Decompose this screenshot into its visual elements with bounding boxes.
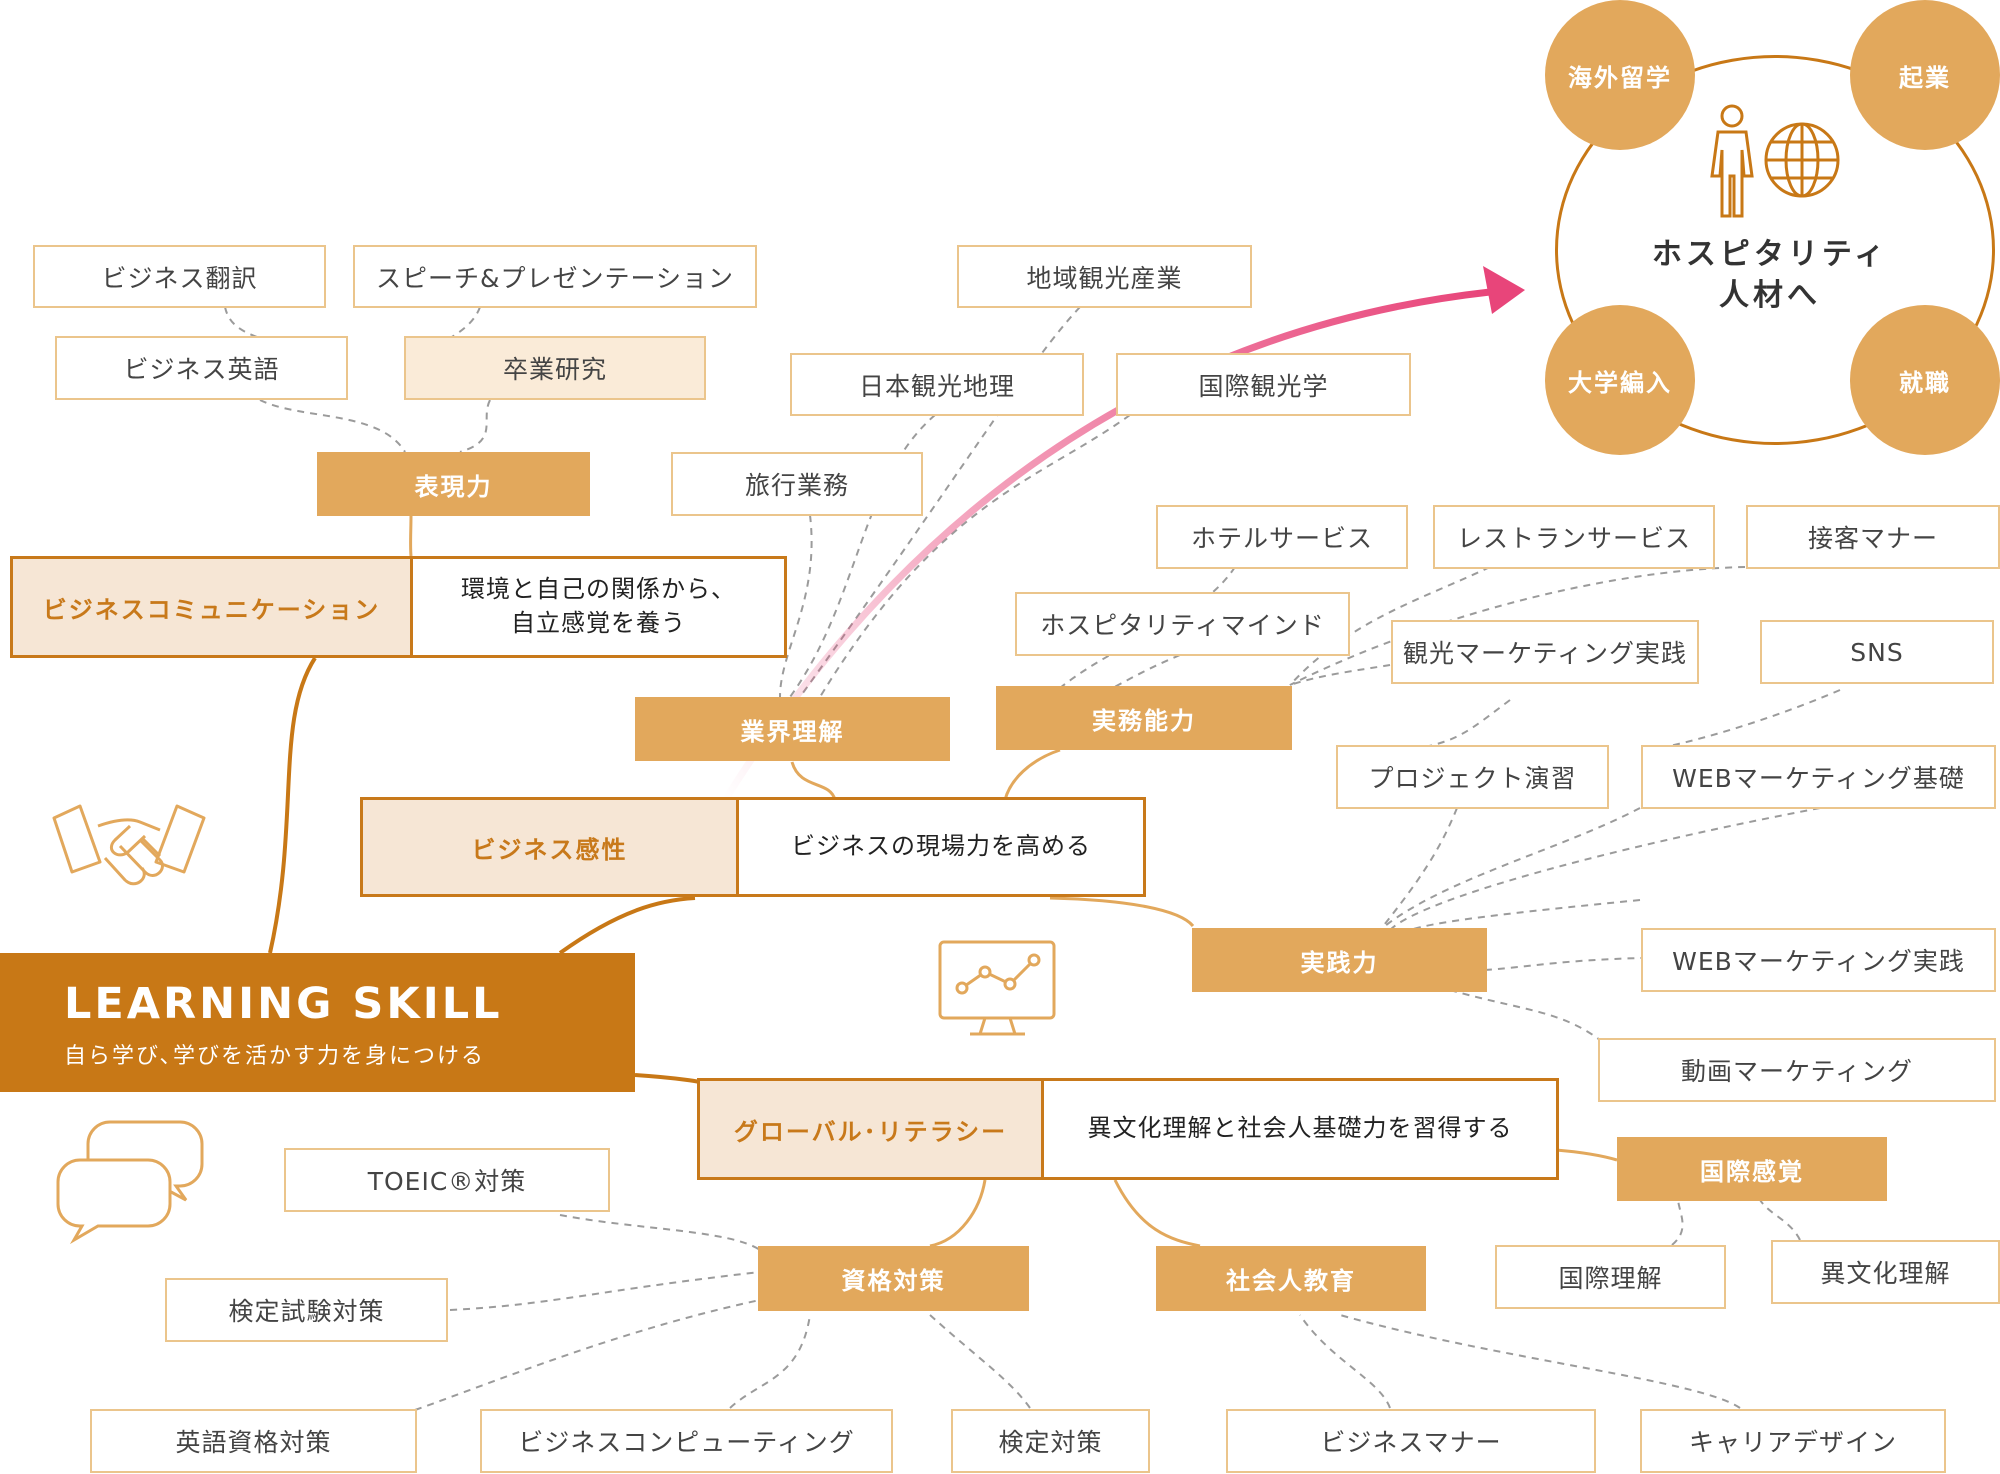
category-business-communication: ビジネスコミュニケーション 環境と自己の関係から、 自立感覚を養う [10,556,787,658]
goal-study-abroad-label: 海外留学 [1568,63,1672,92]
leaf-speech-presentation: スピーチ&プレゼンテーション [353,245,757,308]
leaf-japan-geography: 日本観光地理 [790,353,1084,416]
hub-practice: 実践力 [1192,928,1487,992]
leaf-graduation-research: 卒業研究 [404,336,706,400]
leaf-business-english: ビジネス英語 [55,336,348,400]
hub-practical-ability: 実務能力 [996,686,1292,750]
leaf-international-tourism: 国際観光学 [1116,353,1411,416]
goal-startup-label: 起業 [1899,63,1951,92]
leaf-business-translation: ビジネス翻訳 [33,245,326,308]
leaf-cross-cultural-understanding: 異文化理解 [1771,1240,2000,1304]
leaf-english-qualification: 英語資格対策 [90,1409,417,1473]
category-desc-line2: 自立感覚を養う [511,609,686,637]
leaf-hospitality-mind: ホスピタリティマインド [1015,592,1350,656]
category-global-literacy: グローバル･リテラシー 異文化理解と社会人基礎力を習得する [697,1078,1559,1180]
goal-study-abroad: 海外留学 [1545,0,1695,150]
category-description: ビジネスの現場力を高める [791,832,1091,861]
goal-university-transfer-label: 大学編入 [1568,368,1672,397]
goal-text: ホスピタリティ 人材へ [1610,235,1930,316]
learning-skill-title: LEARNING SKILL [64,979,503,1029]
category-label: グローバル･リテラシー [700,1081,1044,1177]
leaf-travel-business: 旅行業務 [671,452,923,516]
leaf-exam-prep: 検定試験対策 [165,1278,448,1342]
hub-social-education: 社会人教育 [1156,1246,1426,1311]
goal-employment: 就職 [1850,305,2000,455]
leaf-career-design: キャリアデザイン [1640,1409,1946,1473]
category-desc-line1: 環境と自己の関係から、 [461,575,736,604]
leaf-project-practice: プロジェクト演習 [1336,745,1609,809]
leaf-restaurant-service: レストランサービス [1433,505,1715,569]
person-globe-icon [1710,104,1840,218]
leaf-toeic: TOEIC®対策 [284,1148,610,1212]
leaf-tourism-marketing: 観光マーケティング実践 [1391,620,1699,684]
hub-industry: 業界理解 [635,697,950,761]
arrow-head-icon [1483,266,1525,314]
hub-expression: 表現力 [317,452,590,516]
leaf-customer-manners: 接客マナー [1746,505,2000,569]
goal-line1: ホスピタリティ [1651,237,1889,272]
learning-skill-box: LEARNING SKILL 自ら学び､学びを活かす力を身につける [0,953,635,1092]
category-description: 異文化理解と社会人基礎力を習得する [1087,1114,1513,1143]
goal-line2: 人材へ [1719,277,1821,313]
leaf-web-marketing-basics: WEBマーケティング基礎 [1641,745,1996,809]
leaf-business-manners: ビジネスマナー [1226,1409,1596,1473]
category-label: ビジネスコミュニケーション [13,559,413,655]
hub-international-sense: 国際感覚 [1617,1137,1887,1201]
category-label: ビジネス感性 [363,800,739,894]
leaf-sns: SNS [1760,620,1994,684]
category-description: 環境と自己の関係から、 自立感覚を養う [413,559,784,655]
hospitality-arrow [722,288,1491,802]
hub-qualification: 資格対策 [758,1246,1029,1311]
leaf-hotel-service: ホテルサービス [1156,505,1408,569]
leaf-video-marketing: 動画マーケティング [1598,1038,1996,1102]
leaf-regional-tourism: 地域観光産業 [957,245,1252,308]
leaf-certification: 検定対策 [951,1409,1150,1473]
leaf-international-understanding: 国際理解 [1495,1245,1726,1309]
goal-startup: 起業 [1850,0,2000,150]
category-business-sense: ビジネス感性 ビジネスの現場力を高める [360,797,1146,897]
leaf-business-computing: ビジネスコンピューティング [480,1409,893,1473]
leaf-web-marketing-practice: WEBマーケティング実践 [1641,928,1996,992]
goal-university-transfer: 大学編入 [1545,305,1695,455]
goal-employment-label: 就職 [1899,368,1951,397]
learning-skill-subtitle: 自ら学び､学びを活かす力を身につける [64,1044,486,1070]
